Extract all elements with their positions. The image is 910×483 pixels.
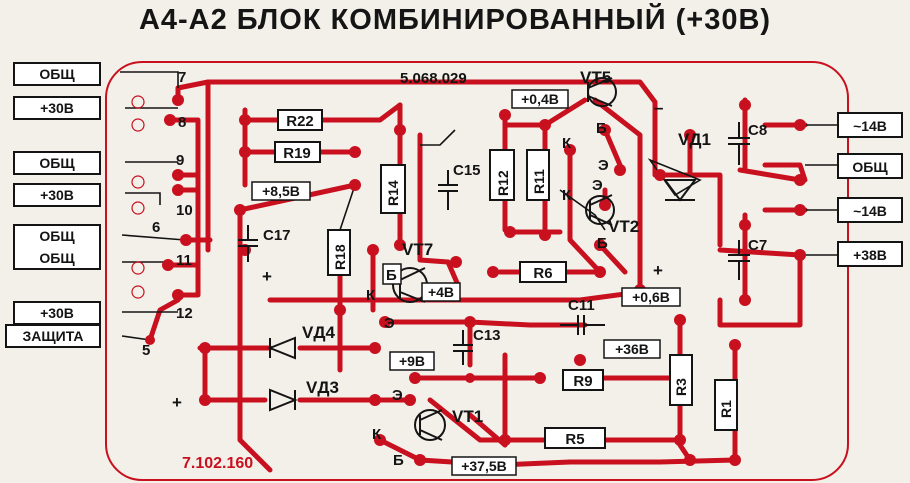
term-k-vt1: К bbox=[372, 426, 382, 443]
board-outline bbox=[105, 61, 849, 481]
conn-left-5: ОБЩ bbox=[39, 250, 75, 266]
label-vt2: VT2 bbox=[608, 217, 639, 236]
volt-9: +9В bbox=[399, 353, 425, 369]
page-title: А4-А2 БЛОК КОМБИНИРОВАННЫЙ (+30В) bbox=[138, 4, 772, 36]
black-wires bbox=[120, 71, 838, 341]
volt-375: +37,5В bbox=[461, 458, 507, 474]
pin-7: 7 bbox=[178, 69, 186, 86]
label-r12: R12 bbox=[495, 170, 511, 196]
pin-8: 8 bbox=[178, 114, 186, 131]
term-b-vt2: Б bbox=[597, 235, 608, 252]
label-vt5: VT5 bbox=[580, 68, 611, 87]
diode-labels: VД4 VД3 VД1 bbox=[302, 130, 711, 397]
volt-06: +0,6В bbox=[632, 289, 670, 305]
term-e-vt1: Э bbox=[392, 387, 403, 404]
term-k-vt7: К bbox=[366, 287, 376, 304]
label-r14: R14 bbox=[385, 180, 401, 206]
mounting-holes bbox=[131, 95, 145, 299]
term-plus-c17: + bbox=[262, 267, 272, 286]
right-connectors: ~14В ОБЩ ~14В +38В bbox=[837, 112, 903, 267]
pin-12: 12 bbox=[176, 305, 193, 322]
left-connectors: ОБЩ +30В ОБЩ +30В ОБЩ ОБЩ +30В ЗАЩИТА bbox=[5, 62, 101, 348]
conn-right-0: ~14В bbox=[853, 118, 887, 134]
pin-10: 10 bbox=[176, 202, 193, 219]
label-c11: C11 bbox=[568, 297, 595, 314]
label-c7: C7 bbox=[748, 237, 767, 254]
term-plus-c7: + bbox=[653, 261, 663, 280]
board-code-top: 5.068.029 bbox=[400, 70, 467, 87]
term-b-vt7: Б bbox=[386, 267, 397, 284]
term-e-vt7: Э bbox=[384, 315, 395, 332]
label-vt1: VT1 bbox=[452, 407, 483, 426]
label-c8: C8 bbox=[748, 122, 767, 139]
label-r6: R6 bbox=[533, 265, 552, 282]
pin-11: 11 bbox=[176, 252, 192, 269]
voltage-labels: +0,4В +8,5В +4В +0,6В +36В +9В +37,5В bbox=[251, 89, 681, 476]
label-vd3: VД3 bbox=[306, 378, 339, 397]
pin-numbers: 7 8 9 10 6 11 12 5 bbox=[142, 69, 193, 359]
conn-left-6: +30В bbox=[40, 305, 74, 321]
label-r11: R11 bbox=[531, 169, 547, 194]
label-c13: C13 bbox=[473, 327, 501, 344]
volt-85: +8,5В bbox=[262, 183, 300, 199]
conn-right-2: ~14В bbox=[853, 203, 887, 219]
pcb-traces bbox=[147, 79, 808, 473]
label-c15: C15 bbox=[453, 162, 481, 179]
pin-9: 9 bbox=[176, 152, 184, 169]
term-plus-diodes: + bbox=[172, 393, 182, 412]
term-e-vt5: Э bbox=[598, 157, 609, 174]
conn-left-4: ОБЩ bbox=[39, 228, 75, 244]
volt-4: +4В bbox=[428, 284, 454, 300]
term-b-vt5: Б bbox=[596, 120, 607, 137]
term-k-vt2: К bbox=[562, 187, 572, 204]
label-r9: R9 bbox=[573, 373, 592, 390]
term-k-vt5: К bbox=[562, 135, 572, 152]
conn-left-1: +30В bbox=[40, 100, 74, 116]
resistor-labels: R22 R19 R14 R18 R12 R11 R6 R9 R5 R3 R1 bbox=[283, 113, 734, 448]
label-r5: R5 bbox=[565, 431, 584, 448]
conn-left-2: ОБЩ bbox=[39, 155, 75, 171]
label-vd4: VД4 bbox=[302, 323, 335, 342]
term-e-vt2: Э bbox=[592, 177, 603, 194]
volt-36: +36В bbox=[615, 341, 649, 357]
label-r22: R22 bbox=[286, 113, 314, 130]
capacitors bbox=[238, 122, 750, 365]
conn-left-0: ОБЩ bbox=[39, 66, 75, 82]
label-c17: C17 bbox=[263, 227, 291, 244]
label-vd1: VД1 bbox=[678, 130, 711, 149]
resistors bbox=[274, 109, 738, 449]
term-minus-vd1: – bbox=[654, 98, 663, 117]
transistor-labels: VT5 VT7 VT2 VT1 bbox=[402, 68, 639, 426]
terminal-labels: К Б Э Э К Б Б К Э Э К Б + + + – bbox=[172, 98, 663, 469]
label-r18: R18 bbox=[332, 244, 348, 270]
pin-5: 5 bbox=[142, 342, 150, 359]
pin-6: 6 bbox=[152, 219, 160, 236]
label-r1: R1 bbox=[718, 400, 734, 418]
label-vt7: VT7 bbox=[402, 240, 433, 259]
conn-left-7: ЗАЩИТА bbox=[23, 328, 84, 344]
solder-pads bbox=[145, 94, 806, 466]
diodes bbox=[267, 179, 697, 412]
conn-right-3: +38В bbox=[853, 247, 887, 263]
board-code-bottom: 7.102.160 bbox=[182, 455, 253, 472]
term-b-vt1: Б bbox=[393, 452, 404, 469]
label-r3: R3 bbox=[673, 378, 689, 396]
volt-04: +0,4В bbox=[521, 91, 559, 107]
capacitor-labels: C17 C15 C11 C13 C8 C7 bbox=[263, 122, 767, 344]
label-r19: R19 bbox=[283, 145, 311, 162]
conn-left-3: +30В bbox=[40, 187, 74, 203]
conn-right-1: ОБЩ bbox=[852, 159, 888, 175]
